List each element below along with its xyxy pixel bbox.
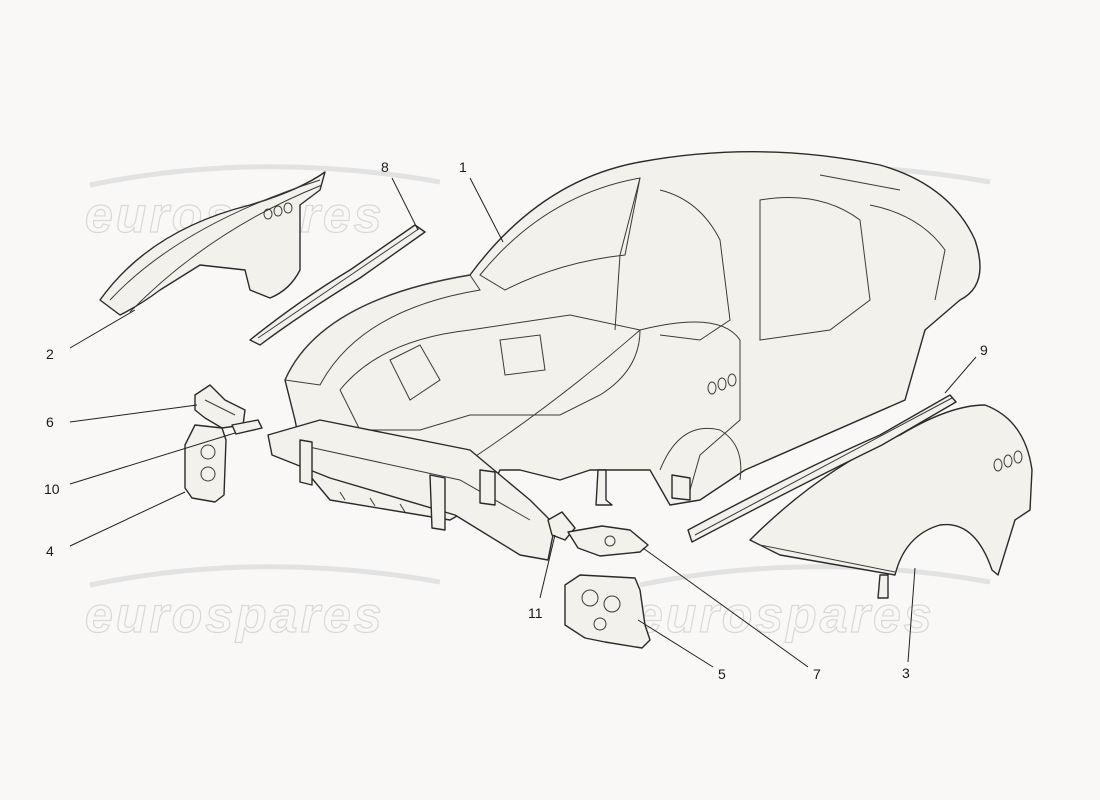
callout-7[interactable]: 7 bbox=[813, 666, 821, 682]
callout-4[interactable]: 4 bbox=[46, 543, 54, 559]
callout-3[interactable]: 3 bbox=[902, 665, 910, 681]
part-bracket-10[interactable] bbox=[231, 419, 263, 435]
part-bracket-7[interactable] bbox=[567, 525, 649, 557]
part-right-front-panel[interactable] bbox=[564, 574, 651, 649]
leader-7 bbox=[642, 547, 809, 668]
callout-9[interactable]: 9 bbox=[980, 342, 988, 358]
leader-2 bbox=[69, 309, 136, 349]
leader-8 bbox=[391, 177, 419, 231]
callout-numbers: 1 2 3 4 5 6 7 8 9 10 11 bbox=[44, 159, 988, 682]
leader-3 bbox=[907, 567, 916, 663]
leader-11 bbox=[539, 534, 556, 599]
callout-6[interactable]: 6 bbox=[46, 414, 54, 430]
leader-4 bbox=[69, 491, 186, 547]
callout-8[interactable]: 8 bbox=[381, 159, 389, 175]
svg-text:eurospares: eurospares bbox=[85, 587, 385, 643]
part-wing-strip[interactable] bbox=[249, 224, 426, 346]
callout-5[interactable]: 5 bbox=[718, 666, 726, 682]
callout-10[interactable]: 10 bbox=[44, 481, 60, 497]
leader-6 bbox=[69, 404, 198, 423]
leader-1 bbox=[469, 177, 504, 243]
callout-11[interactable]: 11 bbox=[528, 605, 543, 621]
part-body-shell[interactable] bbox=[267, 151, 981, 561]
part-bracket-6[interactable] bbox=[194, 384, 246, 429]
part-left-front-wing[interactable] bbox=[99, 171, 326, 316]
callout-2[interactable]: 2 bbox=[46, 346, 54, 362]
watermark-bottom-left: eurospares bbox=[84, 564, 441, 644]
part-left-front-panel[interactable] bbox=[184, 424, 227, 503]
leader-9 bbox=[944, 356, 977, 394]
leader-lines bbox=[69, 177, 977, 668]
callout-1[interactable]: 1 bbox=[459, 159, 467, 175]
part-side-sill[interactable] bbox=[687, 394, 957, 543]
leader-10 bbox=[69, 432, 236, 485]
leader-5 bbox=[637, 619, 714, 668]
svg-text:eurospares: eurospares bbox=[635, 587, 935, 643]
watermark-bottom-right: eurospares bbox=[634, 564, 991, 644]
